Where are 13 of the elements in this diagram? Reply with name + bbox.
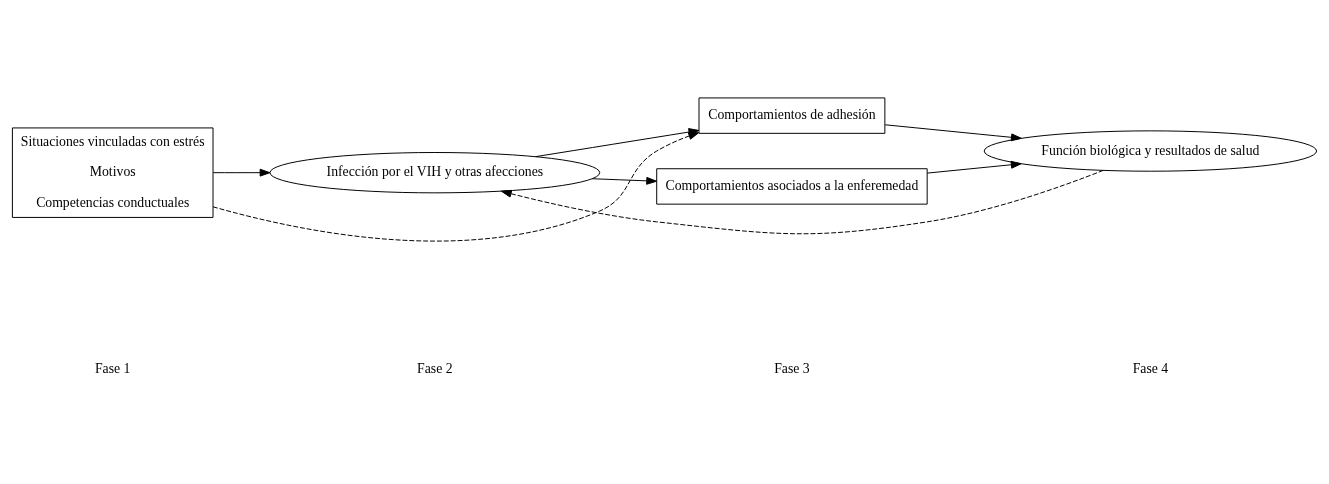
arrow xyxy=(212,168,271,177)
arrow xyxy=(884,123,1022,141)
node-ellipse: Infección por el VIH y otras afecciones xyxy=(269,151,601,193)
arrow xyxy=(500,169,1104,234)
arrow xyxy=(926,160,1022,174)
label: Fase 2 xyxy=(417,360,453,376)
arrow xyxy=(591,176,658,185)
node-box: Comportamientos de adhesión xyxy=(698,96,886,134)
label: Fase 1 xyxy=(94,360,131,376)
node-box: Situaciones vinculadas con estrés Motivos Competencias conductuales xyxy=(11,126,214,218)
label: Fase 3 xyxy=(774,360,810,376)
node-box: Comportamientos asociados a la enferemedad xyxy=(656,167,928,205)
label: Fase 4 xyxy=(1132,360,1169,376)
